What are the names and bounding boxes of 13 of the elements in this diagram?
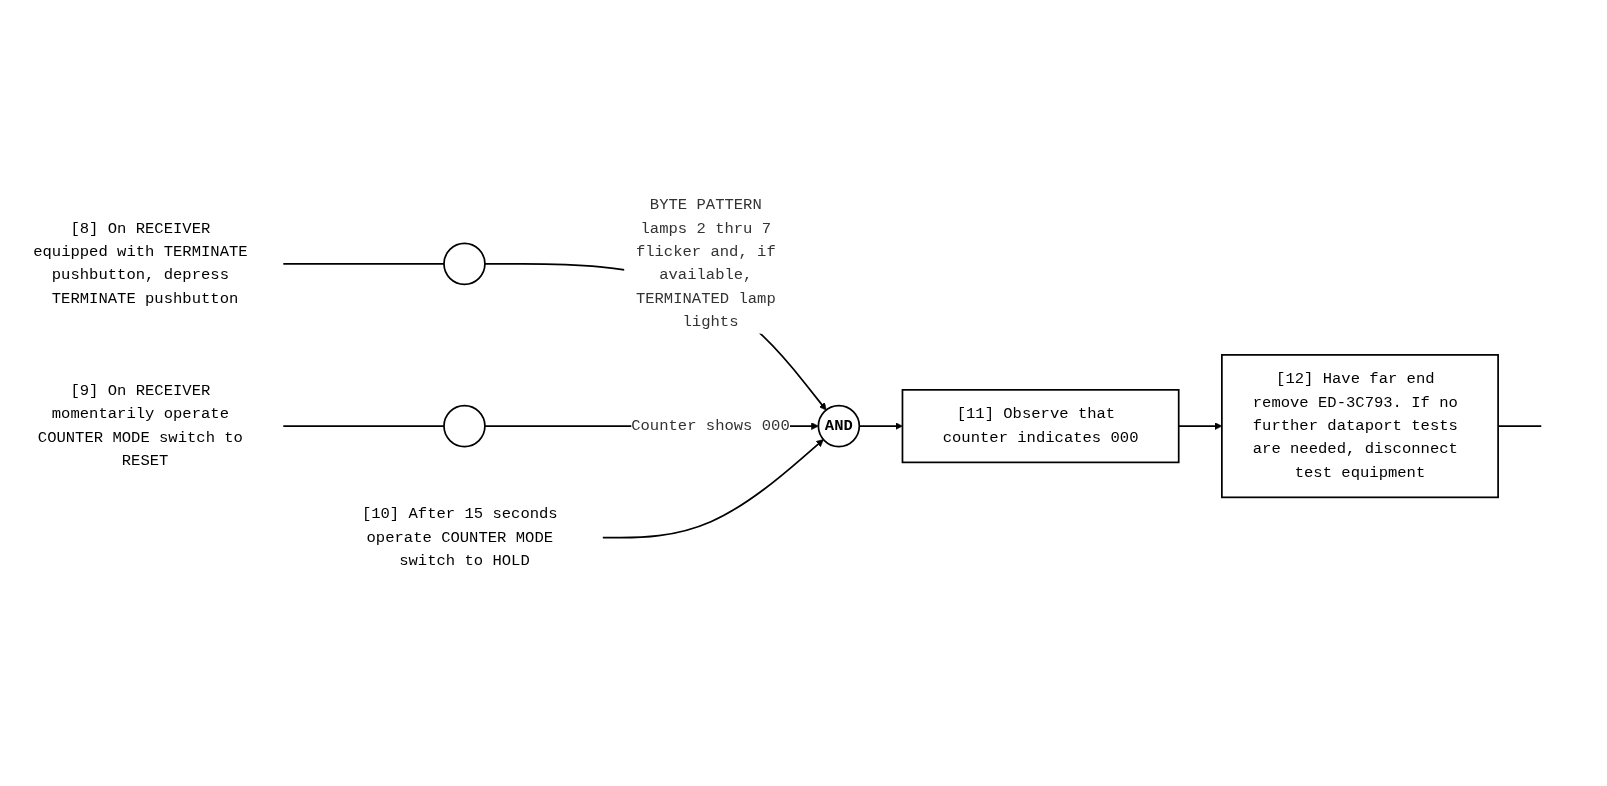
node-circle (443, 405, 486, 448)
node-text: [9] On RECEIVER momentarily operate COUNTER MODE switch to RESET (37, 382, 243, 470)
edge-label: BYTE PATTERN lamps 2 thru 7 flicker and, if available, TERMINATED lamp lights (635, 196, 776, 331)
node-box: [11] Observe that counter indicates 000 (901, 389, 1180, 464)
connector (282, 263, 445, 265)
node-circle (443, 242, 486, 286)
node-text: [8] On RECEIVER equipped with TERMINATE pushbutton, depress TERMINATE pushbutton (33, 220, 248, 308)
node-text: [10] After 15 seconds operate COUNTER MODE switch to HOLD (361, 505, 558, 570)
node-circle: AND (817, 405, 861, 448)
connector (282, 425, 445, 428)
edge-label: Counter shows 000 (631, 417, 790, 435)
node-box: [12] Have far end remove ED-3C793. If no further dataport tests are needed, disconnect test equipment (1221, 354, 1499, 499)
arrow (601, 439, 824, 539)
